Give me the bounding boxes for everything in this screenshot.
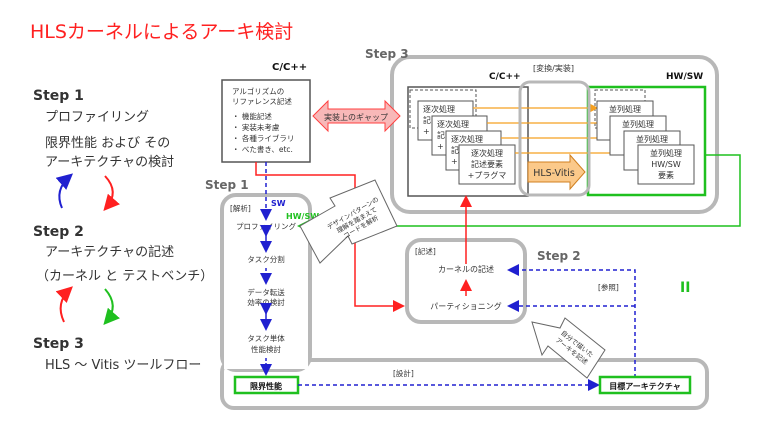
svg-text:+プラグマ: +プラグマ: [468, 170, 507, 180]
item-task-split: タスク分割: [247, 254, 285, 264]
item-kernel-description: カーネルの記述: [438, 264, 494, 274]
step2-line2: （カーネル と テストベンチ）: [36, 269, 213, 284]
svg-text:+: +: [423, 127, 430, 136]
callout-analysis: デザインパターンの 理解を踏まえて コードを解析: [299, 179, 398, 264]
item-data-transfer: データ転送: [247, 287, 285, 297]
reference-arrow: [507, 264, 636, 378]
step1-label: Step 1: [33, 88, 84, 104]
analysis-section-label: [解析]: [230, 203, 251, 213]
convert-label: [変換/実装]: [533, 63, 574, 73]
reference-line: アルゴリズムの: [232, 86, 284, 96]
svg-text:並列処理: 並列処理: [650, 148, 682, 158]
step3-label: Step 3: [33, 336, 84, 352]
svg-text:逐次処理: 逐次処理: [471, 148, 503, 158]
target-architecture-label: 目標アーキテクチャ: [609, 381, 680, 391]
item-task-perf: タスク単体: [247, 333, 285, 343]
design-label: [設計]: [393, 368, 414, 378]
svg-text:記述要素: 記述要素: [471, 159, 503, 169]
reference-line: ・ 各種ライブラリ: [232, 133, 294, 143]
equal-mark: II: [680, 280, 690, 296]
cpp-header: C/C++: [489, 72, 521, 82]
limit-performance-label: 限界性能: [250, 381, 282, 391]
reference-header: C/C++: [272, 62, 307, 73]
svg-text:並列処理: 並列処理: [622, 119, 654, 129]
cycle-arrow-down-icon: [103, 175, 120, 212]
hwsw-label: HW/SW: [286, 212, 319, 221]
cycle-arrow-up-icon: [55, 286, 73, 323]
svg-text:並列処理: 並列処理: [636, 134, 668, 144]
hls-vitis-arrow-icon: [527, 153, 586, 191]
page-title: HLSカーネルによるアーキ検討: [30, 21, 293, 43]
step1-box-label: Step 1: [205, 178, 249, 192]
left-steps: Step 1 プロファイリング 限界性能 および その アーキテクチャの検討 S…: [33, 88, 213, 373]
step1-line2: 限界性能 および その: [45, 136, 170, 151]
item-partitioning: パーティショニング: [430, 301, 502, 311]
target-architecture-box: [598, 375, 692, 395]
item-data-transfer: 効率の検討: [247, 297, 285, 307]
reference-to-partition-arrow: [255, 162, 405, 312]
svg-text:HW/SW: HW/SW: [651, 160, 681, 169]
svg-text:記: 記: [451, 145, 459, 155]
cycle-arrow-down-icon: [103, 288, 120, 326]
item-profiling: プロファイリング: [236, 221, 296, 231]
svg-text:逐次処理: 逐次処理: [451, 134, 483, 144]
reference-line: リファレンス記述: [232, 96, 292, 106]
svg-text:並列処理: 並列処理: [609, 104, 641, 114]
step2-line1: アーキテクチャの記述: [45, 244, 174, 260]
reference-label: [参照]: [598, 282, 619, 292]
gap-double-arrow-icon: [312, 99, 401, 133]
parallel-stack: 並列処理 並列処理 並列処理 並列処理 HW/SW 要素: [596, 100, 695, 185]
hls-frame: [518, 80, 591, 197]
reference-line: ・ 機能記述: [232, 111, 272, 121]
gap-label: 実装上のギャップ: [324, 112, 388, 122]
step3-box-label: Step 3: [365, 47, 409, 61]
svg-text:+: +: [437, 142, 444, 151]
step1-line1: プロファイリング: [45, 110, 149, 125]
cycle-arrow-up-icon: [55, 173, 74, 209]
step2-label: Step 2: [33, 224, 84, 240]
svg-text:記: 記: [437, 130, 445, 140]
reference-line: ・ べた書き、etc.: [232, 144, 293, 154]
svg-text:記: 記: [423, 115, 431, 125]
svg-text:要素: 要素: [658, 170, 674, 180]
hwsw-header: HW/SW: [666, 72, 703, 82]
step2-box-label: Step 2: [537, 249, 581, 263]
parallel-box: [637, 144, 695, 185]
sw-label: SW: [271, 199, 286, 208]
svg-text:逐次処理: 逐次処理: [437, 119, 469, 129]
sequential-stack: 逐次処理 記 + 逐次処理 記 + 逐次処理 記 + 逐次処理 記述要素 +プラ…: [417, 100, 516, 185]
step3-line1: HLS ～ Vitis ツールフロー: [45, 358, 201, 373]
hwsw-feedback-arrow: [297, 154, 741, 232]
hls-vitis-label: HLS-Vitis: [533, 168, 575, 179]
step1-line3: アーキテクチャの検討: [45, 154, 174, 170]
svg-text:+: +: [451, 157, 458, 166]
svg-text:逐次処理: 逐次処理: [423, 104, 455, 114]
item-task-perf: 性能検討: [251, 344, 281, 354]
sequential-box: [458, 144, 516, 185]
description-section-label: [記述]: [415, 246, 436, 256]
reference-line: ・ 実装未考慮: [232, 122, 280, 132]
